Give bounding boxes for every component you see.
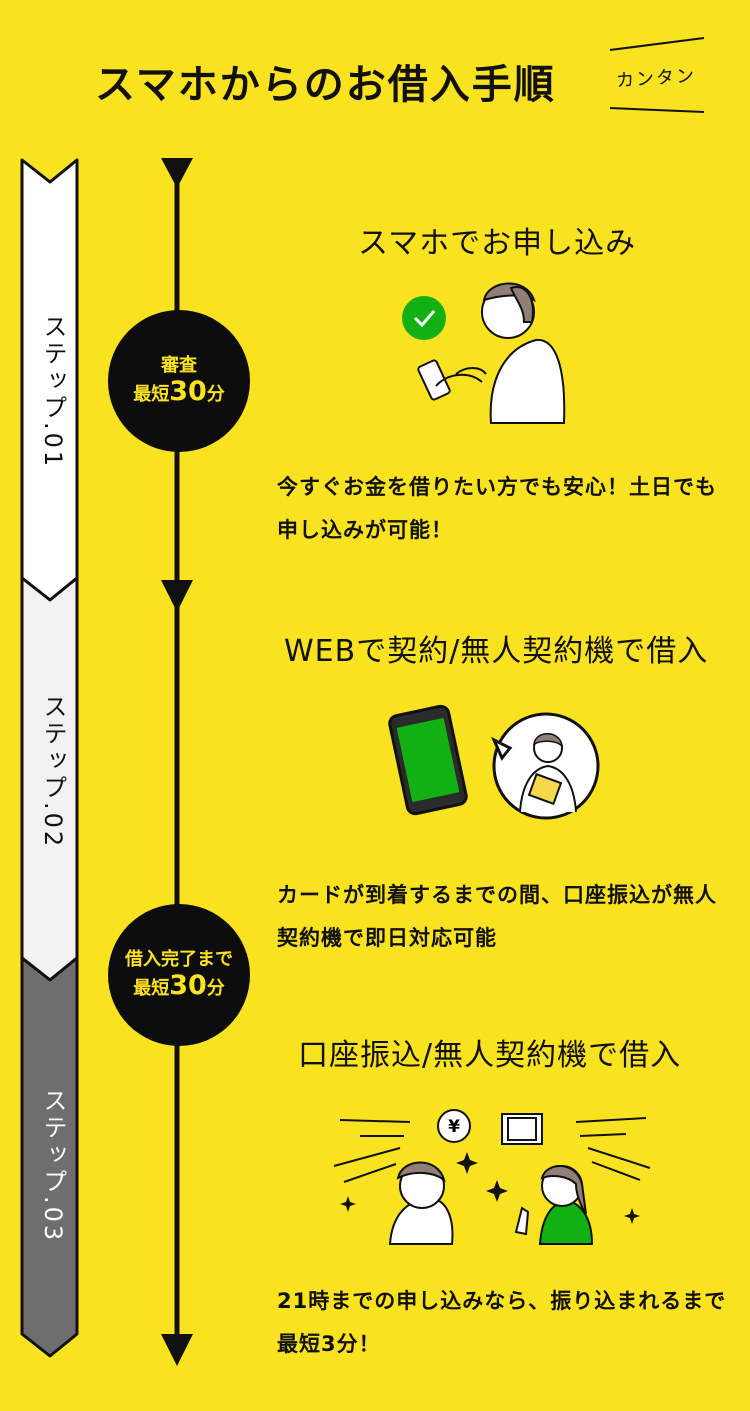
review-time-badge: 審査 最短30分 [108, 310, 250, 452]
smartphone-icon [417, 359, 451, 401]
sparkle-icon [340, 1152, 640, 1224]
cash-stack-icon [501, 1113, 543, 1145]
badge-lines [609, 37, 705, 113]
step-label-02: ステップ.02 [39, 694, 67, 850]
page-title: スマホからのお借入手順 [95, 62, 556, 108]
step-label-01: ステップ.01 [39, 314, 67, 470]
step1-heading: スマホでお申し込み [358, 226, 637, 261]
timeline-arrow-1 [161, 158, 193, 188]
timeline-arrow-2 [161, 580, 193, 612]
easy-badge: カンタン [615, 65, 697, 92]
step3-heading: 口座振込/無人契約機で借入 [298, 1038, 682, 1073]
step1-description: 今すぐお金を借りたい方でも安心！土日でも申し込みが可能！ [277, 475, 717, 542]
step1-illustration [402, 282, 566, 424]
step2-heading: WEBで契約/無人契約機で借入 [284, 634, 709, 669]
step2-description: カードが到着するまでの間、口座振込が無人契約機で即日対応可能 [277, 883, 717, 950]
check-icon [402, 296, 446, 340]
svg-text:¥: ¥ [448, 1117, 460, 1137]
step-ribbon [20, 158, 79, 1358]
step3-illustration: ¥ [333, 1109, 651, 1245]
loan-time-badge: 借入完了まで 最短30分 [108, 904, 250, 1046]
step2-illustration [388, 704, 600, 820]
step3-description: 21時までの申し込みなら、振り込まれるまで最短3分！ [277, 1289, 727, 1356]
step-label-03: ステップ.03 [39, 1088, 67, 1244]
yen-coin-icon [437, 1109, 471, 1143]
timeline-arrow-3 [161, 1334, 193, 1366]
